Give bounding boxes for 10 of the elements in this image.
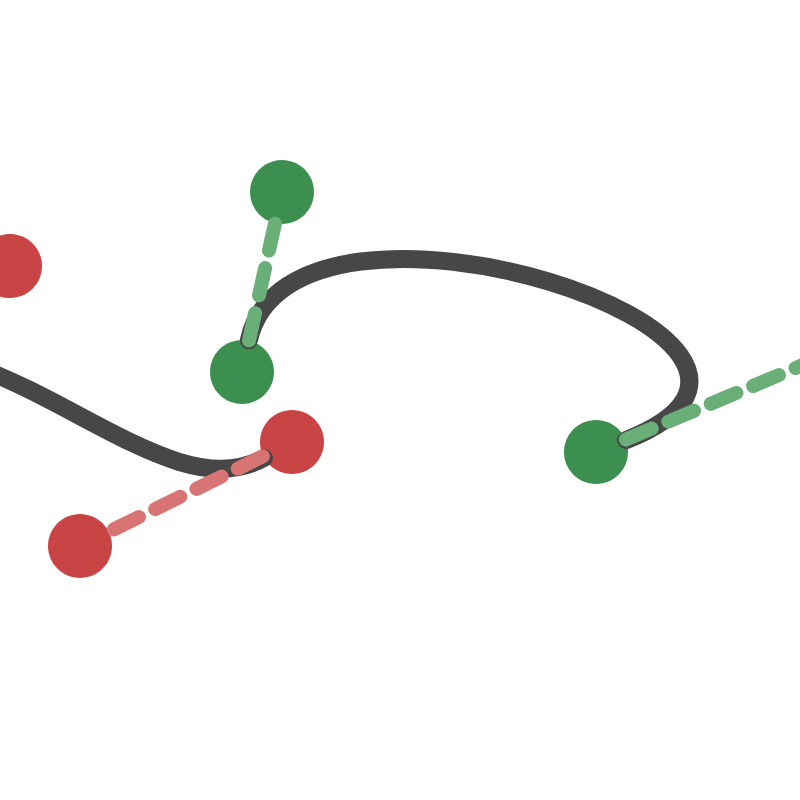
handle-line [102, 449, 270, 539]
control-point [0, 234, 42, 298]
handle-line [242, 216, 282, 348]
curve [239, 250, 699, 450]
handle-line [618, 355, 800, 447]
control-point [260, 410, 324, 474]
control-point [210, 340, 274, 404]
control-point [48, 514, 112, 578]
control-point [250, 160, 314, 224]
control-point [564, 420, 628, 484]
